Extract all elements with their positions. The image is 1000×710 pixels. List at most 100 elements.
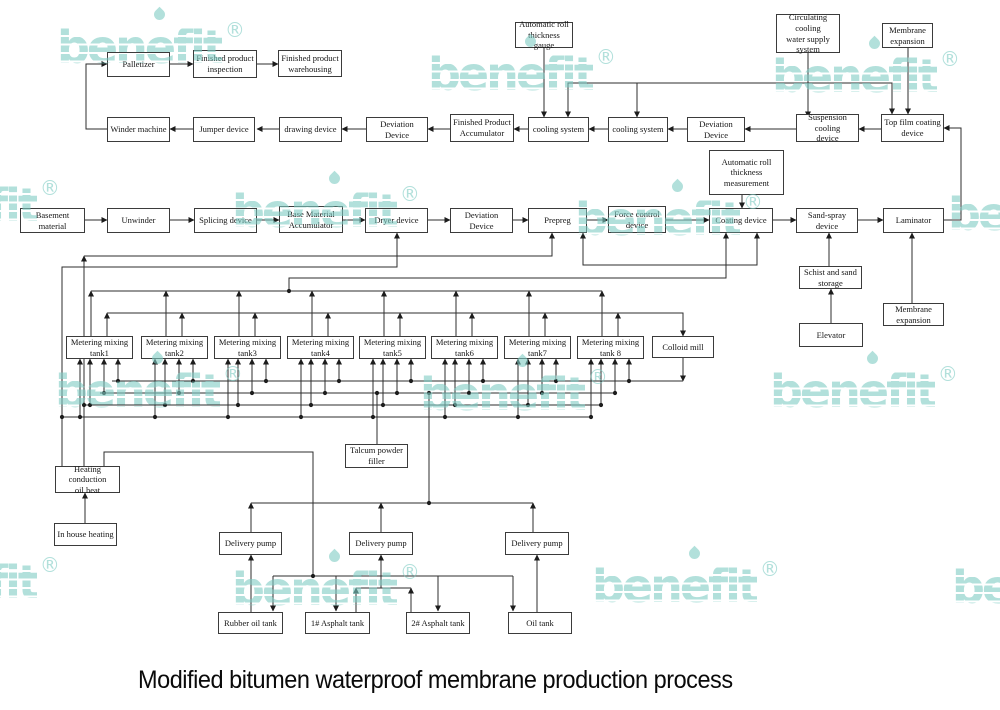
node-automatic-roll-thickness-measurement: Automatic roll thickness measurement <box>709 150 784 195</box>
junction-dot <box>370 414 376 420</box>
junction-dot <box>190 378 196 384</box>
node-in-house-heating: In house heating <box>54 523 117 546</box>
node-circulating-cooling-water-supply-system: Circulating cooling water supply system <box>776 12 840 54</box>
junction-dot <box>336 378 342 384</box>
node-delivery-pump-2: Delivery pump <box>349 532 413 555</box>
junction-dot <box>442 414 448 420</box>
node-schist-and-sand-storage: Schist and sand storage <box>799 266 862 289</box>
junction-dot <box>539 390 545 396</box>
junction-dot <box>380 402 386 408</box>
diagram-title: Modified bitumen waterproof membrane pro… <box>138 666 733 694</box>
node-coating-device: Coating device <box>709 208 773 233</box>
junction-dot <box>81 402 87 408</box>
junction-dot <box>176 390 182 396</box>
junction-dot <box>77 414 83 420</box>
junction-dot <box>249 390 255 396</box>
flow-edge <box>943 125 962 221</box>
node-laminator: Laminator <box>883 208 944 233</box>
node-winder-machine: Winder machine <box>107 117 170 142</box>
junction-dot <box>408 378 414 384</box>
junction-dot <box>162 402 168 408</box>
node-talcum-powder-filler: Talcum powder filler <box>345 444 408 468</box>
node-metering-mixing-tank-6: Metering mixing tank6 <box>431 336 498 359</box>
node-dryer-device: Dryer device <box>365 208 428 233</box>
junction-dot <box>87 402 93 408</box>
junction-dot <box>263 378 269 384</box>
junction-dot <box>426 390 432 396</box>
junction-dot <box>598 402 604 408</box>
junction-dot <box>394 390 400 396</box>
flow-edge <box>103 451 314 576</box>
junction-dot <box>308 402 314 408</box>
junction-dot <box>626 378 632 384</box>
node-oil-tank: Oil tank <box>508 612 572 634</box>
node-metering-mixing-tank-5: Metering mixing tank5 <box>359 336 426 359</box>
junction-dot <box>452 402 458 408</box>
node-cooling-system-2: cooling system <box>608 117 668 142</box>
flow-edge <box>580 232 760 266</box>
node-finished-product-warehousing: Finished product warehousing <box>278 50 342 77</box>
flow-edge <box>85 61 108 130</box>
junction-dot <box>152 414 158 420</box>
junction-dot <box>225 414 231 420</box>
junction-dot <box>515 414 521 420</box>
junction-dots-group <box>59 288 632 579</box>
node-rubber-oil-tank: Rubber oil tank <box>218 612 283 634</box>
node-metering-mixing-tank-7: Metering mixing tank7 <box>504 336 571 359</box>
node-membrane-expansion-2: Membrane expansion <box>883 303 944 326</box>
junction-dot <box>553 378 559 384</box>
node-metering-mixing-tank-8: Metering mixing tank 8 <box>577 336 644 359</box>
flow-edge <box>84 232 555 257</box>
node-unwinder: Unwinder <box>107 208 170 233</box>
junction-dot <box>612 390 618 396</box>
flow-edge <box>808 82 895 115</box>
node-drawing-device: drawing device <box>279 117 342 142</box>
junction-dot <box>235 402 241 408</box>
node-membrane-expansion-top: Membrane expansion <box>882 23 933 48</box>
node-automatic-roll-thickness-gauge: Automatic roll thickness gauge <box>515 19 573 50</box>
node-basement-material: Basement material <box>20 208 85 233</box>
junction-dot <box>310 573 316 579</box>
node-splicing-device: Splicing device <box>194 208 257 233</box>
node-jumper-device: Jumper device <box>193 117 255 142</box>
junction-dot <box>480 378 486 384</box>
node-colloid-mill: Colloid mill <box>652 336 714 358</box>
junction-dot <box>59 414 65 420</box>
node-elevator: Elevator <box>799 323 863 347</box>
node-force-control-device: Force control device <box>608 206 666 233</box>
node-prepreg: Prepreg <box>528 208 587 233</box>
flow-edge <box>288 232 729 291</box>
edges-group <box>61 48 962 612</box>
node-metering-mixing-tank-3: Metering mixing tank3 <box>214 336 281 359</box>
node-delivery-pump-1: Delivery pump <box>219 532 282 555</box>
junction-dot <box>525 402 531 408</box>
node-asphalt-tank-2: 2# Asphalt tank <box>406 612 470 634</box>
junction-dot <box>115 378 121 384</box>
node-metering-mixing-tank-1: Metering mixing tank1 <box>66 336 133 359</box>
junction-dot <box>426 500 432 506</box>
junction-dot <box>298 414 304 420</box>
flow-edge <box>61 232 400 466</box>
node-heating-conduction-oil-heat: Heating conduction oil heat <box>55 464 120 495</box>
junction-dot <box>588 414 594 420</box>
junction-dot <box>374 390 380 396</box>
node-metering-mixing-tank-2: Metering mixing tank2 <box>141 336 208 359</box>
junction-dot <box>101 390 107 396</box>
junction-dot <box>322 390 328 396</box>
node-deviation-device-1: Deviation Device <box>366 117 428 142</box>
node-deviation-device-2: Deviation Device <box>687 117 745 142</box>
node-palletizer: Palletizer <box>107 52 170 77</box>
node-finished-product-accumulator: Finished Product Accumulator <box>450 114 514 142</box>
junction-dot <box>286 288 292 294</box>
node-sand-spray-device: Sand-spray device <box>796 208 858 233</box>
node-delivery-pump-3: Delivery pump <box>505 532 569 555</box>
junction-dot <box>466 390 472 396</box>
flow-edge <box>107 312 686 337</box>
node-suspension-cooling-device: Suspension cooling device <box>796 112 859 143</box>
flow-edge <box>565 82 808 118</box>
node-finished-product-inspection: Finished product inspection <box>193 50 257 78</box>
node-deviation-device-3: Deviation Device <box>450 208 513 233</box>
node-base-material-accumulator: Base Material Accumulator <box>279 206 343 233</box>
